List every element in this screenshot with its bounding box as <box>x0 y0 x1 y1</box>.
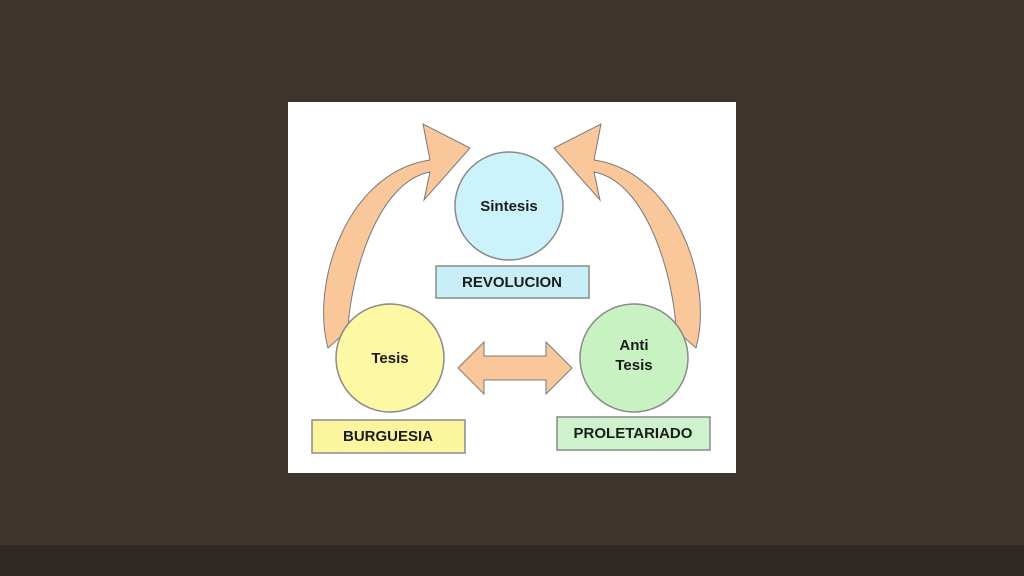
revolucion-label: REVOLUCION <box>462 274 562 291</box>
antitesis-text-line1: Anti <box>619 337 648 354</box>
antitesis-text-line2: Tesis <box>615 357 652 374</box>
sintesis-text: Sintesis <box>480 198 538 215</box>
curved-arrow-right <box>553 123 701 349</box>
burguesia-label-box <box>311 419 466 454</box>
dialectic-diagram: Sintesis REVOLUCION Tesis Anti Tesis BUR… <box>311 123 711 454</box>
tesis-node <box>335 303 445 413</box>
revolucion-label-box <box>435 265 590 299</box>
curved-arrow-left <box>323 123 471 349</box>
bottom-bar <box>0 545 1024 576</box>
antitesis-node <box>579 303 689 413</box>
sintesis-node <box>454 151 564 261</box>
double-arrow <box>457 340 573 396</box>
tesis-text: Tesis <box>371 350 408 367</box>
diagram-panel: Sintesis REVOLUCION Tesis Anti Tesis BUR… <box>288 102 736 473</box>
burguesia-label: BURGUESIA <box>343 428 433 445</box>
proletariado-label: PROLETARIADO <box>574 425 693 442</box>
proletariado-label-box <box>556 416 711 451</box>
